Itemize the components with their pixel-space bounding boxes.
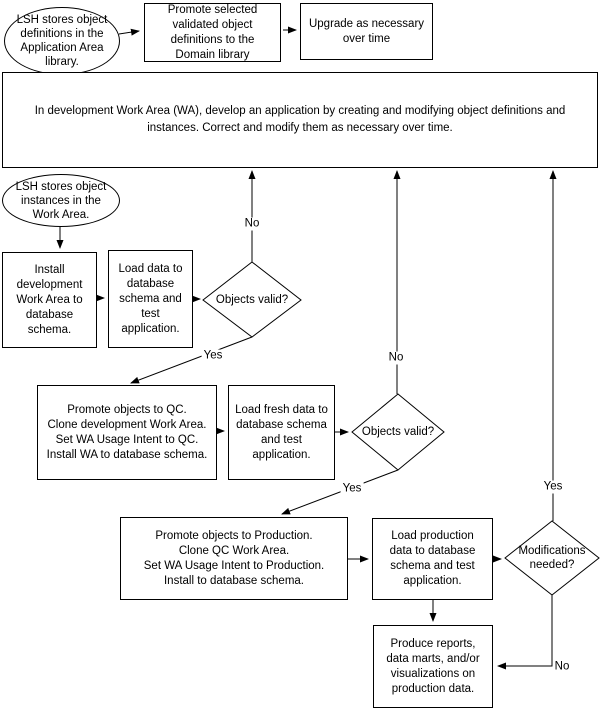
node-promote-to-qc: Promote objects to QC. Clone development… [37, 385, 217, 480]
node-load-production-data: Load production data to database schema … [372, 518, 493, 600]
node-promote-to-production: Promote objects to Production. Clone QC … [120, 517, 348, 600]
node-lsh-definitions-ellipse: LSH stores object definitions in the App… [4, 7, 120, 75]
diamond-label-objects-valid-1: Objects valid? [215, 294, 289, 306]
diamond-label-objects-valid-2: Objects valid? [361, 426, 435, 438]
diamond-objects-valid-1 [202, 261, 302, 338]
diamond-objects-valid-2 [351, 393, 445, 471]
node-lsh-instances-ellipse: LSH stores object instances in the Work … [2, 174, 120, 227]
diamond-label-modifications-needed: Modifications needed? [518, 545, 586, 571]
edge-valid2-yes-to-prod [281, 469, 399, 515]
edge-valid1-yes-to-qc [130, 336, 253, 384]
node-develop-work-area: In development Work Area (WA), develop a… [2, 72, 598, 168]
node-load-fresh-data: Load fresh data to database schema and t… [228, 385, 335, 480]
edge-label-yes-2: Yes [340, 482, 364, 496]
edge-label-yes-3: Yes [541, 480, 565, 494]
node-promote-domain: Promote selected validated object defini… [144, 3, 281, 62]
node-load-data-test: Load data to database schema and test ap… [108, 250, 193, 348]
edge-label-no-1: No [242, 217, 262, 231]
edge-label-yes-1: Yes [201, 349, 225, 363]
edge-label-no-2: No [386, 351, 406, 365]
node-upgrade-over-time: Upgrade as necessary over time [300, 3, 433, 60]
edge-label-no-3: No [552, 660, 572, 674]
node-produce-reports: Produce reports, data marts, and/or visu… [373, 625, 493, 708]
diamond-modifications-needed [504, 520, 600, 596]
edge-mods-no-to-produce [497, 595, 553, 670]
node-install-dev-work-area: Install development Work Area to databas… [2, 252, 97, 348]
edge-definitions-to-promote [118, 28, 140, 36]
